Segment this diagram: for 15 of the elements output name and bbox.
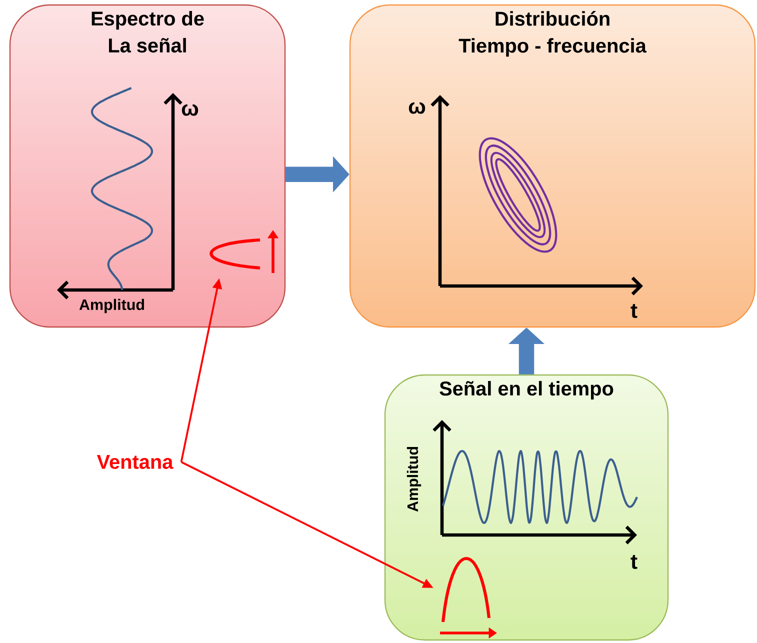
axis-label: ω xyxy=(408,102,426,114)
callout-text: Ventana xyxy=(96,455,174,469)
box-title: Distribución Tiempo - frecuencia xyxy=(458,11,646,57)
time-signal-box xyxy=(384,374,669,641)
axis-label: Amplitud xyxy=(79,298,144,314)
window-curve xyxy=(442,557,491,622)
axis-label: t xyxy=(630,304,638,318)
axis-label: t xyxy=(630,555,638,569)
axis-label: Amplitud xyxy=(406,447,422,512)
box-title: Espectro de La señal xyxy=(92,11,204,53)
box-title: Señal en el tiempo xyxy=(440,381,614,400)
axis-label: ω xyxy=(182,104,198,116)
distribution-box xyxy=(349,4,756,328)
window-curve xyxy=(210,238,260,270)
spectrum-box xyxy=(9,4,286,328)
